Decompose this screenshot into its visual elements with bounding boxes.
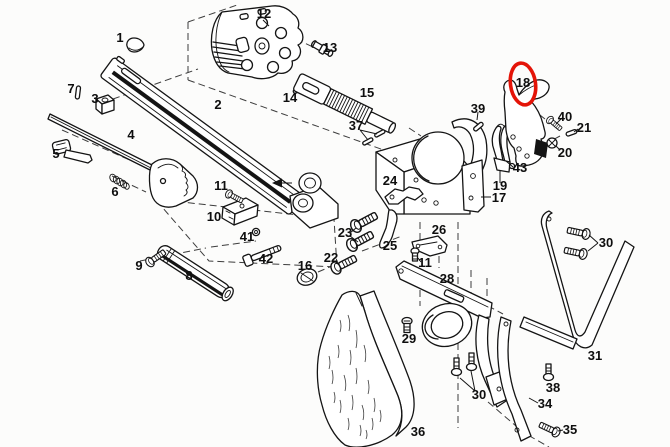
part-15-plunger-screw	[293, 73, 397, 134]
part-30-screws-bottom	[450, 352, 478, 392]
part-label-3: 3	[91, 91, 98, 106]
part-5-latch	[51, 138, 93, 164]
part-label-24: 24	[383, 173, 398, 188]
part-label-36: 36	[411, 424, 425, 439]
part-label-18: 18	[516, 75, 530, 90]
part-label-17: 17	[492, 190, 506, 205]
part-43-hand-and-spring	[491, 123, 516, 183]
part-label-39: 39	[471, 101, 485, 116]
part-label-43: 43	[513, 160, 527, 175]
part-40-screw	[544, 114, 565, 133]
part-label-11: 11	[418, 255, 432, 270]
part-label-7: 7	[67, 81, 74, 96]
part-37-pins	[359, 129, 386, 146]
part-label-16: 16	[298, 258, 312, 273]
part-label-38: 38	[546, 380, 560, 395]
part-38-screw	[542, 363, 555, 382]
part-label-29: 29	[402, 331, 416, 346]
part-label-1: 1	[116, 30, 123, 45]
part-25-trigger	[378, 209, 398, 249]
part-4-loading-lever	[47, 113, 199, 208]
part-41-bushing	[251, 227, 261, 237]
part-7-pin	[74, 85, 82, 100]
part-label-4: 4	[127, 127, 135, 142]
part-24-bolt	[384, 186, 424, 205]
part-label-23: 23	[338, 225, 352, 240]
part-label-31: 31	[588, 348, 602, 363]
part-36-grip	[316, 290, 415, 447]
part-label-41: 41	[240, 229, 254, 244]
part-label-30: 30	[599, 235, 613, 250]
part-12-cylinder	[210, 5, 304, 80]
part-label-22: 22	[324, 250, 338, 265]
part-3-barrel-wedge	[95, 94, 115, 115]
part-label-12: 12	[257, 6, 271, 21]
part-16-plug-screw	[296, 268, 318, 286]
part-label-9: 9	[135, 258, 142, 273]
part-28-trigger-guard	[395, 260, 493, 348]
part-label-21: 21	[577, 120, 591, 135]
part-label-8: 8	[185, 268, 192, 283]
part-label-30: 30	[472, 387, 486, 402]
part-label-14: 14	[283, 90, 298, 105]
part-11-screw-right	[410, 247, 422, 263]
part-label-26: 26	[432, 222, 446, 237]
part-23-screws	[343, 208, 381, 254]
part-label-35: 35	[563, 422, 577, 437]
part-label-34: 34	[538, 396, 553, 411]
part-label-42: 42	[259, 251, 273, 266]
part-label-20: 20	[558, 145, 572, 160]
part-label-5: 5	[52, 146, 59, 161]
part-label-40: 40	[558, 109, 572, 124]
part-label-25: 25	[383, 238, 397, 253]
part-29-screw	[401, 316, 413, 334]
part-20-screw	[546, 137, 561, 151]
part-34-backstrap-strap	[497, 316, 539, 442]
part-26-sear-spring	[411, 235, 448, 257]
part-label-10: 10	[207, 209, 221, 224]
part-label-2: 2	[214, 97, 221, 112]
part-13-nipple	[310, 40, 334, 57]
part-17-frame	[375, 118, 491, 215]
part-label-13: 13	[323, 40, 337, 55]
part-6-spring	[109, 173, 130, 190]
part-30-screws-right	[562, 224, 599, 261]
part-label-19: 19	[493, 178, 507, 193]
part-42-rod	[242, 244, 282, 267]
part-21-pin	[565, 128, 579, 137]
part-label-11: 11	[214, 178, 228, 193]
highlight-ellipse	[508, 61, 538, 107]
part-1-bullet	[126, 37, 145, 53]
part-8-cylinder-pin-tube	[156, 245, 234, 302]
part-label-37: 37	[349, 118, 363, 133]
part-label-15: 15	[360, 85, 374, 100]
part-2-barrel	[100, 55, 339, 229]
part-label-6: 6	[111, 184, 118, 199]
part-label-28: 28	[440, 271, 454, 286]
part-31-backstrap	[519, 210, 635, 350]
part-35-screw	[537, 419, 564, 439]
part-39-pin	[473, 111, 484, 132]
part-18-hammer	[503, 79, 550, 167]
